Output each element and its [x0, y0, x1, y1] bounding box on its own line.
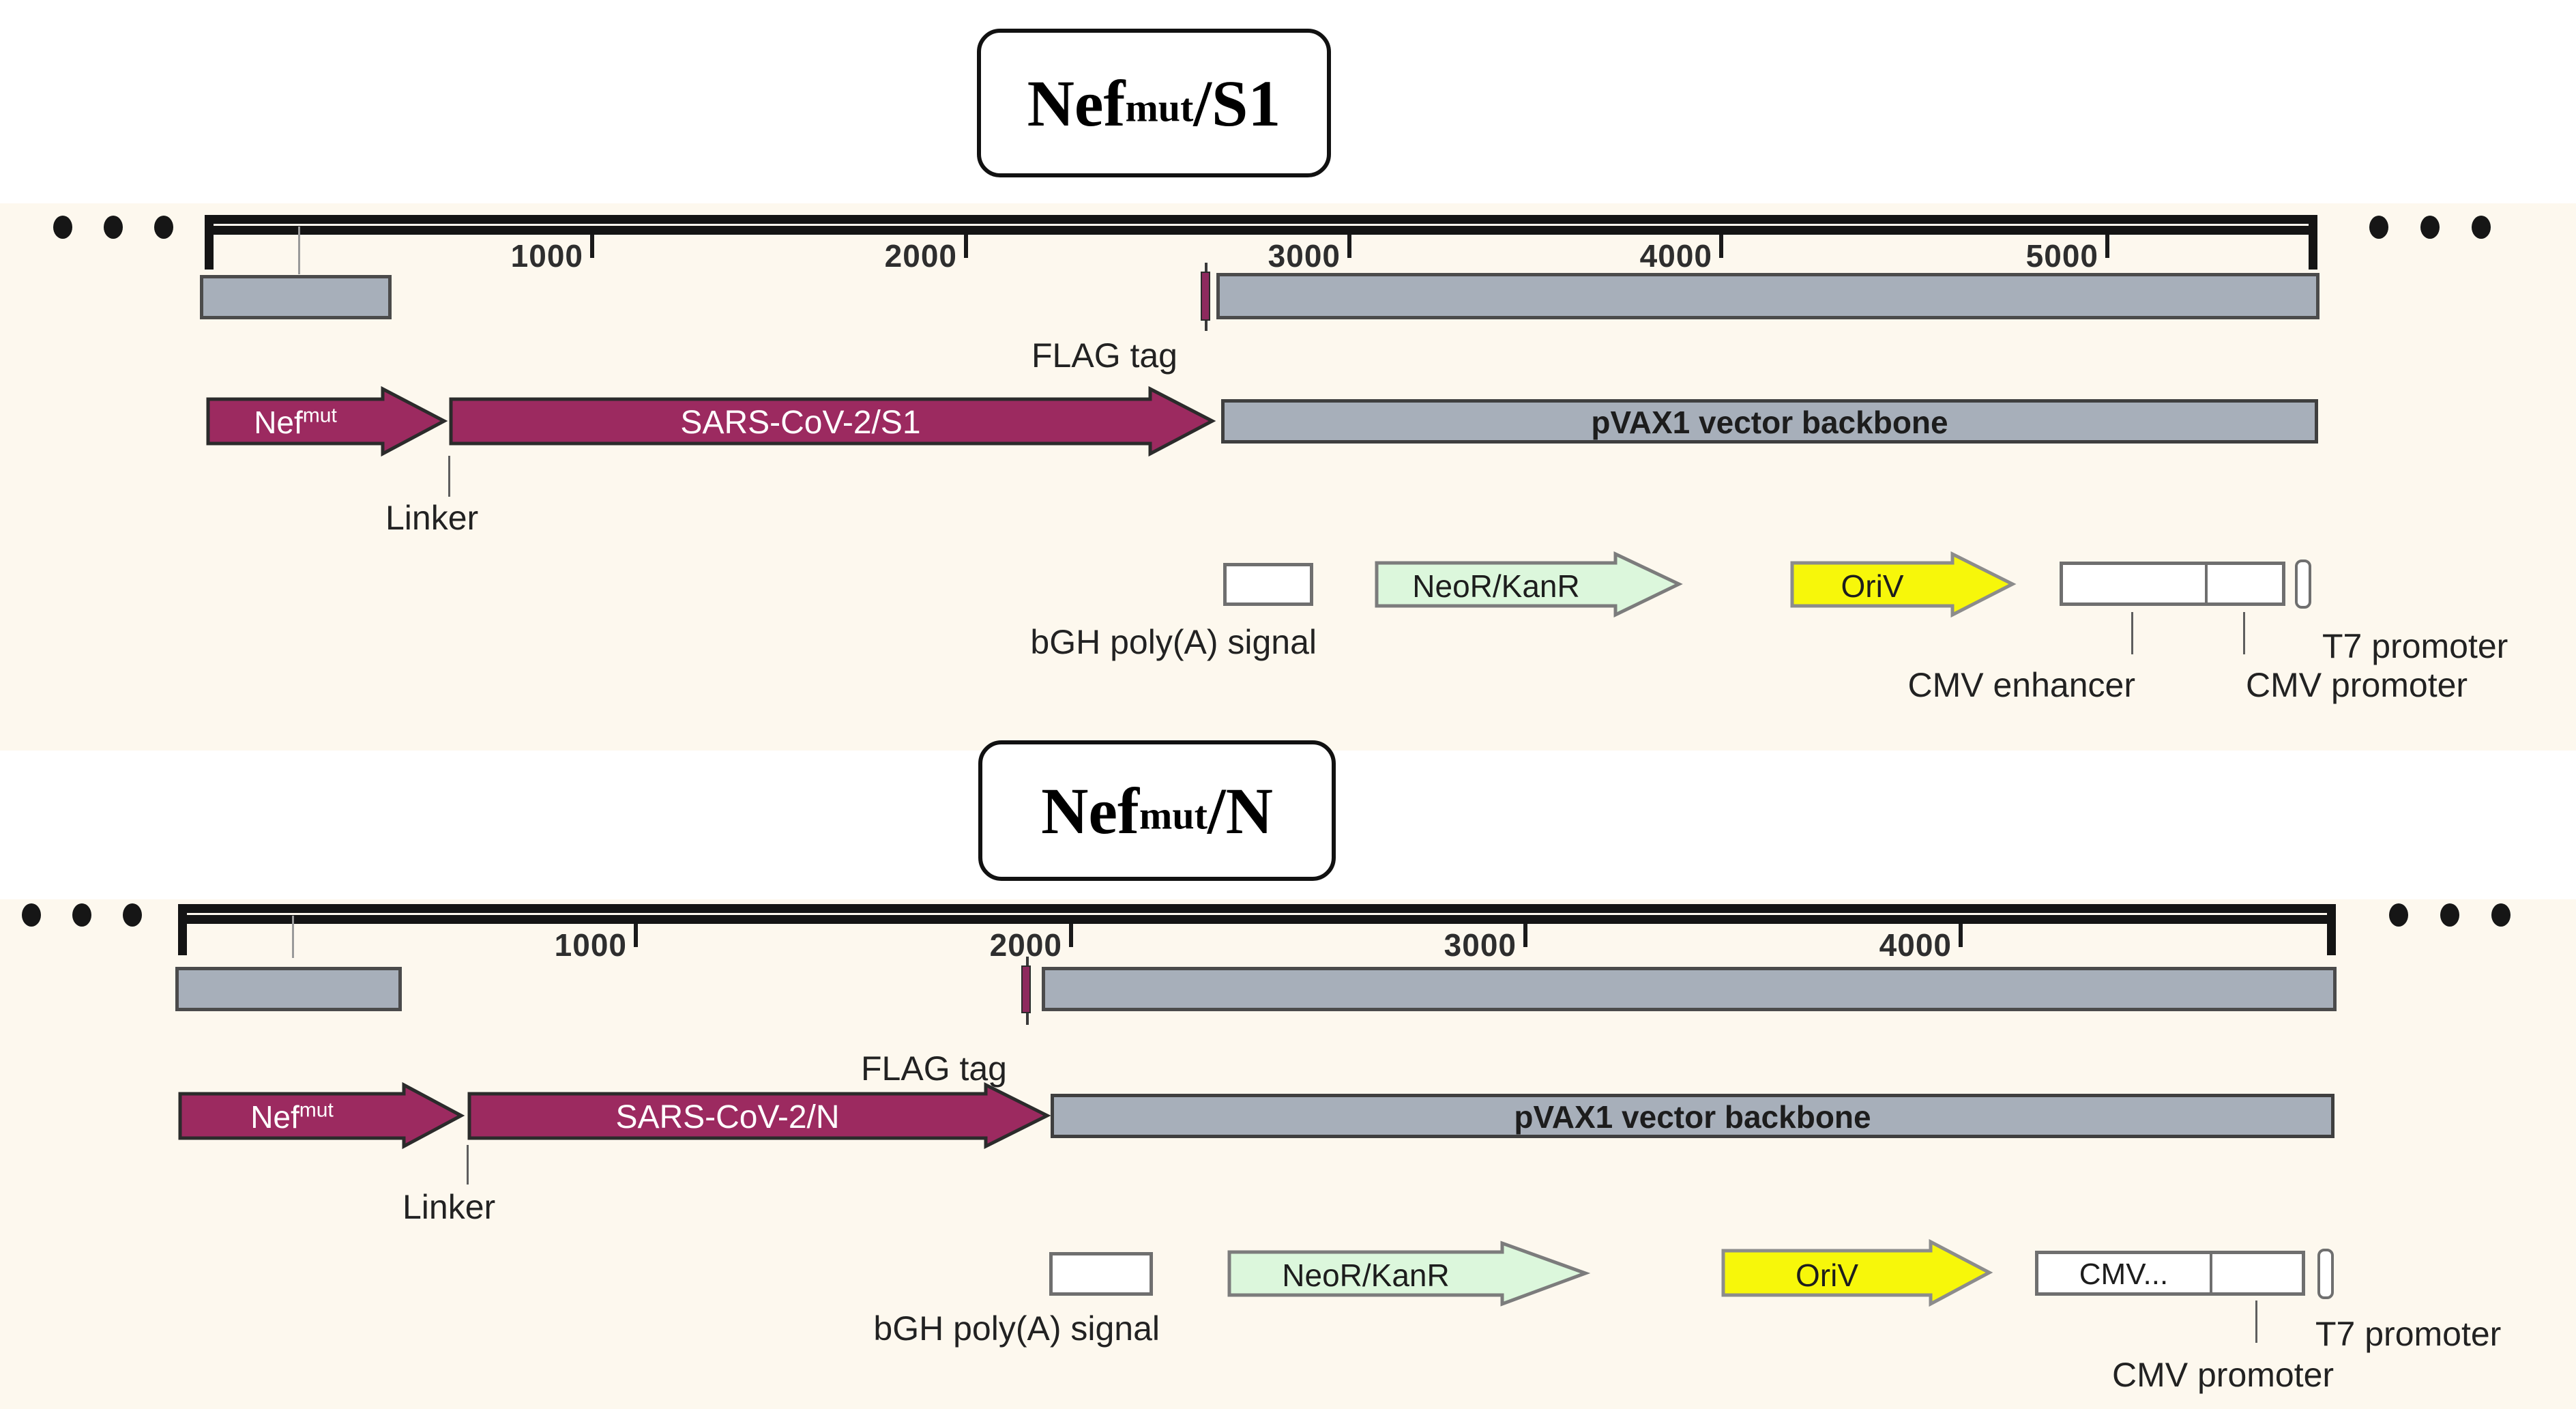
ruler-tick-label: 1000	[554, 927, 627, 963]
ellipsis-dot	[2420, 216, 2440, 239]
t7-promoter-label: T7 promoter	[2322, 627, 2508, 665]
cmv-promoter-label: CMV promoter	[2246, 666, 2468, 704]
flag-tag-label: FLAG tag	[1031, 336, 1177, 375]
ellipsis-dot	[123, 903, 142, 927]
bottom-construct-title: Nefmut/N	[978, 740, 1336, 881]
sequence-segment-bar	[200, 275, 392, 319]
nef-mut-arrow-label: Nefmut	[254, 404, 337, 440]
ruler-tick-label: 1000	[510, 238, 583, 274]
sars-cov-2-n-arrow	[467, 1081, 1051, 1150]
ruler-line	[205, 215, 2317, 224]
cmv-enhancer-leader-line	[2131, 612, 2133, 654]
sequence-segment-bar	[1042, 967, 2337, 1011]
ellipsis-dot	[2472, 216, 2491, 239]
ruler-end-cap	[2327, 904, 2336, 955]
nef-mut-arrow	[178, 1081, 465, 1150]
bgh-polya-label: bGH poly(A) signal	[873, 1309, 1160, 1348]
bgh-polya-box	[1049, 1252, 1153, 1296]
ruler-line	[205, 226, 2317, 235]
pvax1-backbone-bar	[1221, 399, 2318, 444]
ruler-tick-label: 2000	[989, 927, 1062, 963]
title-text: Nefmut/N	[1041, 774, 1273, 847]
ruler-tick	[1523, 924, 1527, 947]
ellipsis-dot	[22, 903, 41, 927]
ellipsis-dot	[2440, 903, 2459, 927]
cmv-promoter-leader-line	[2243, 612, 2245, 654]
ruler-line	[178, 904, 2336, 913]
flag-tag-label: FLAG tag	[861, 1049, 1007, 1088]
ruler-tick-label: 4000	[1639, 238, 1712, 274]
ruler-end-cap	[178, 904, 187, 955]
sequence-segment-bar	[1216, 273, 2319, 319]
ruler-tick	[590, 235, 594, 258]
bgh-polya-box	[1223, 563, 1313, 606]
ruler-tick-label: 3000	[1444, 927, 1517, 963]
neor-kanr-arrow	[1375, 551, 1683, 618]
ruler-tick-label: 5000	[2025, 238, 2098, 274]
ruler-tick	[1347, 235, 1351, 258]
cmv-enhancer-promoter-box	[2060, 562, 2285, 606]
ruler-tick	[2105, 235, 2109, 258]
oriv-arrow	[1790, 551, 2017, 618]
nef-mut-arrow-label: Nefmut	[250, 1099, 334, 1135]
gene-arrow-label: SARS-CoV-2/S1	[680, 405, 921, 441]
ruler-tick-label: 4000	[1879, 927, 1952, 963]
flag-tag-marker	[1021, 965, 1031, 1013]
ellipsis-dot	[2491, 903, 2511, 927]
neor-kanr-arrow	[1227, 1240, 1591, 1307]
position-marker-line	[292, 916, 294, 958]
sequence-segment-bar	[175, 967, 402, 1011]
pvax1-backbone-bar	[1051, 1094, 2334, 1138]
linker-label: Linker	[402, 1188, 496, 1226]
cmv-promoter-label: CMV promoter	[2112, 1356, 2334, 1394]
ruler-tick-label: 2000	[884, 238, 957, 274]
ruler-end-cap	[205, 215, 214, 270]
cmv-promoter-box	[2035, 1251, 2305, 1296]
flag-tag-marker	[1201, 272, 1210, 321]
ruler-tick	[1959, 924, 1963, 947]
position-marker-line	[298, 227, 300, 274]
nef-mut-arrow	[206, 386, 448, 457]
gene-arrow-label: SARS-CoV-2/N	[615, 1099, 840, 1135]
cmv-box-label: CMV...	[2079, 1258, 2169, 1291]
t7-promoter-label: T7 promoter	[2315, 1315, 2502, 1353]
sars-cov-2-s1-arrow	[449, 386, 1216, 457]
t7-promoter-box	[2317, 1249, 2334, 1299]
ellipsis-dot	[2369, 216, 2388, 239]
cmv-enhancer-label: CMV enhancer	[1907, 666, 2136, 704]
neor-kanr-label: NeoR/KanR	[1282, 1258, 1450, 1293]
linker-leader-line	[448, 456, 450, 497]
cmv-box-divider	[2205, 562, 2208, 606]
ruler-line	[178, 915, 2336, 924]
cmv-box-divider	[2210, 1251, 2212, 1296]
ellipsis-dot	[72, 903, 91, 927]
pvax1-backbone-label: pVAX1 vector backbone	[1514, 1099, 1871, 1135]
cmv-promoter-leader-line	[2255, 1301, 2257, 1343]
neor-kanr-label: NeoR/KanR	[1412, 568, 1580, 604]
ellipsis-dot	[104, 216, 123, 239]
ellipsis-dot	[2389, 903, 2408, 927]
ellipsis-dot	[154, 216, 173, 239]
pvax1-backbone-label: pVAX1 vector backbone	[1591, 405, 1948, 440]
linker-leader-line	[467, 1145, 469, 1185]
ruler-tick	[1069, 924, 1073, 947]
ruler-tick	[634, 924, 638, 947]
ellipsis-dot	[53, 216, 72, 239]
ruler-end-cap	[2309, 215, 2317, 270]
oriv-arrow	[1721, 1238, 1993, 1307]
oriv-label: OriV	[1796, 1258, 1858, 1293]
ruler-tick	[964, 235, 968, 258]
title-text: Nefmut/S1	[1027, 66, 1281, 140]
linker-label: Linker	[385, 499, 479, 537]
top-construct-title: Nefmut/S1	[977, 29, 1331, 177]
oriv-label: OriV	[1841, 568, 1904, 604]
ruler-tick-label: 3000	[1268, 238, 1341, 274]
bgh-polya-label: bGH poly(A) signal	[1030, 623, 1317, 661]
t7-promoter-box	[2295, 560, 2311, 609]
ruler-tick	[1719, 235, 1723, 258]
